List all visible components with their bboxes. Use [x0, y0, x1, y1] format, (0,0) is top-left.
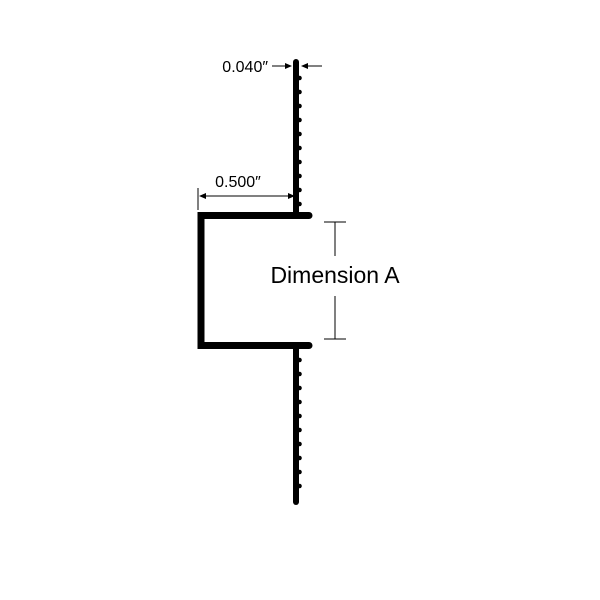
thickness-label: 0.040″: [222, 59, 268, 76]
thickness-arrowhead-right: [301, 63, 308, 69]
lower-leg-knurl: [297, 357, 302, 489]
upper-leg: [293, 59, 302, 217]
thickness-arrowhead-left: [285, 63, 292, 69]
dimension-a: Dimension A: [270, 221, 400, 340]
lower-leg: [293, 343, 302, 505]
flange-width-label: 0.500″: [215, 174, 261, 191]
dimension-a-label: Dimension A: [270, 262, 400, 288]
flange-arrowhead-left: [199, 193, 206, 199]
flange-width-dimension: 0.500″: [197, 174, 297, 210]
upper-leg-knurl: [297, 75, 302, 207]
flange-arrowhead-right: [288, 193, 295, 199]
channel-profile: [197, 212, 313, 349]
thickness-dimension: 0.040″: [222, 59, 322, 76]
